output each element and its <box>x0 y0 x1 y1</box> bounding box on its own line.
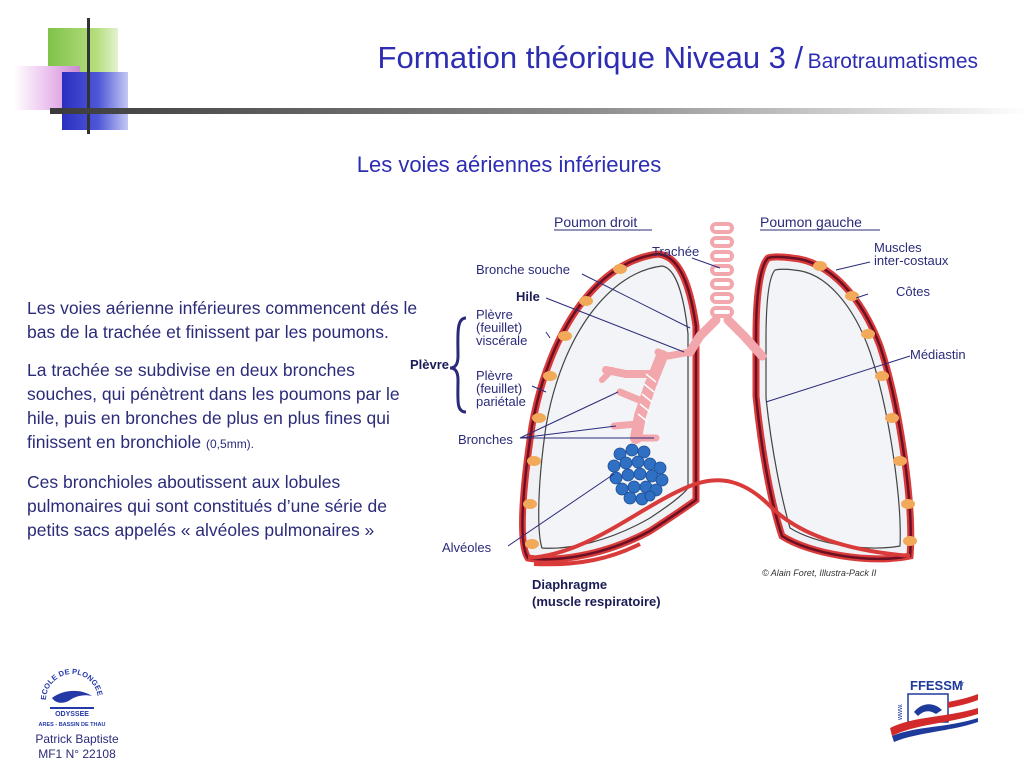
label-diaphragme-1: Diaphragme <box>532 577 607 592</box>
odyssee-logo: ECOLE DE PLONGEE ODYSSEE ARES - BASSIN D… <box>39 667 106 728</box>
slide-title-main: Formation théorique Niveau 3 / <box>377 40 804 75</box>
label-plevre-visc-1: Plèvre <box>476 307 513 322</box>
footer-id: MF1 N° 22108 <box>38 747 116 761</box>
label-bronche-souche: Bronche souche <box>476 262 570 277</box>
lung-right <box>518 250 700 563</box>
label-plevre-par-2: (feuillet) <box>476 381 522 396</box>
logo-left-bottom: ARES - BASSIN DE THAU <box>39 722 106 728</box>
decor-vertical-line <box>87 18 90 134</box>
label-poumon-droit: Poumon droit <box>554 214 637 230</box>
label-mediastin: Médiastin <box>910 347 966 362</box>
body-text: Les voies aérienne inférieures commencen… <box>27 296 419 556</box>
ribs <box>523 261 917 549</box>
decor-square-blue <box>62 72 128 130</box>
label-plevre-visc-2: (feuillet) <box>476 320 522 335</box>
label-alveoles: Alvéoles <box>442 540 492 555</box>
logo-right-www: www. <box>897 703 904 721</box>
leader-lines <box>507 257 911 547</box>
slide-title: Formation théorique Niveau 3 / Barotraum… <box>378 40 978 76</box>
label-cotes: Côtes <box>896 284 930 299</box>
label-muscles-2: inter-costaux <box>874 253 949 268</box>
section-title: Les voies aériennes inférieures <box>356 152 662 177</box>
label-plevre-visc-3: viscérale <box>476 333 527 348</box>
copyright: © Alain Foret, Illustra-Pack II <box>762 568 877 578</box>
label-plevre: Plèvre <box>410 357 449 372</box>
paragraph-2-text: La trachée se subdivise en deux bronches… <box>27 360 400 452</box>
logo-right-suffix: .fr <box>958 681 965 688</box>
label-poumon-gauche: Poumon gauche <box>760 214 862 230</box>
logo-right-name: FFESSM <box>910 678 963 693</box>
label-trachee: Trachée <box>652 244 699 259</box>
label-muscles-1: Muscles <box>874 240 922 255</box>
paragraph-1: Les voies aérienne inférieures commencen… <box>27 298 418 342</box>
footer-name: Patrick Baptiste <box>35 732 119 746</box>
label-bronches: Bronches <box>458 432 513 447</box>
label-plevre-par-1: Plèvre <box>476 368 513 383</box>
paragraph-2-note: (0,5mm). <box>206 437 255 451</box>
diaphragm <box>527 478 911 560</box>
label-diaphragme-2: (muscle respiratoire) <box>532 594 661 609</box>
trachea <box>710 222 734 318</box>
paragraph-3: Ces bronchioles aboutissent aux lobules … <box>27 472 387 540</box>
paragraph-2: La trachée se subdivise en deux bronches… <box>27 358 419 456</box>
slide-title-sub: Barotraumatismes <box>807 50 978 73</box>
label-plevre-par-3: pariétale <box>476 394 526 409</box>
logo-left-name: ODYSSEE <box>55 711 89 718</box>
header-rule <box>50 108 1024 114</box>
footer-author: Patrick Baptiste MF1 N° 22108 <box>22 732 132 762</box>
plevre-brace <box>449 316 467 414</box>
ffessm-logo: FFESSM .fr www. <box>890 678 978 742</box>
diver-icon <box>914 704 942 716</box>
dolphin-icon <box>52 690 92 703</box>
label-hile: Hile <box>516 289 540 304</box>
lung-diagram: Poumon droit Poumon gauche Trachée Bronc… <box>410 214 966 609</box>
